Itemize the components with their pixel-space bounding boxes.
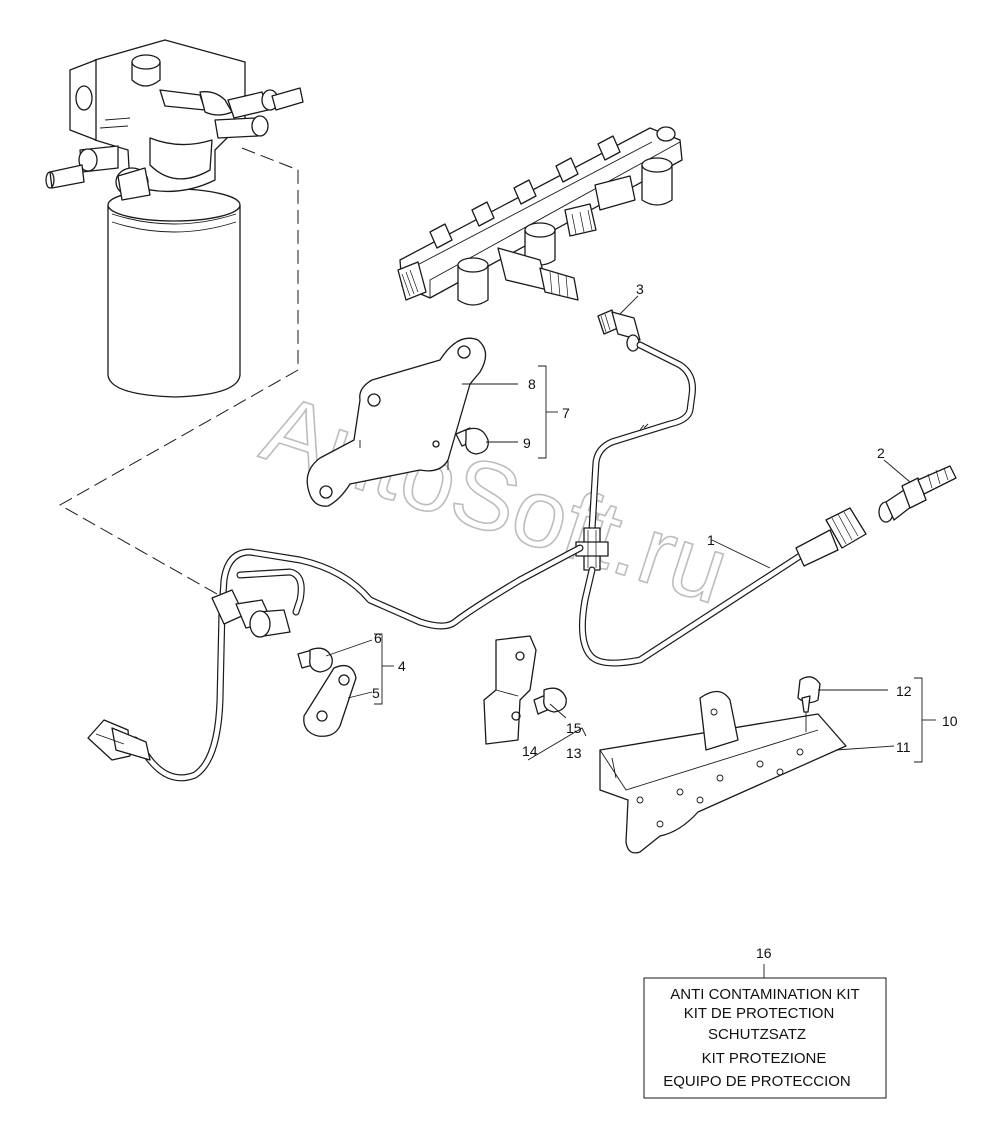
callout-5: 5: [372, 685, 380, 701]
callout-11: 11: [896, 739, 911, 755]
clip-15: [533, 687, 567, 715]
plate-5: [303, 664, 357, 737]
callout-6: 6: [374, 630, 382, 646]
kit-line-fr: KIT DE PROTECTION: [684, 1005, 835, 1022]
callout-9: 9: [523, 435, 531, 451]
callout-2: 2: [877, 445, 885, 461]
fuel-rail: [397, 126, 683, 306]
callout-12: 12: [896, 683, 912, 699]
clip-6: [297, 647, 333, 673]
callout-1: 1: [707, 532, 715, 548]
pipe-1: [578, 507, 867, 667]
return-line: [588, 341, 696, 534]
callout-14: 14: [522, 743, 538, 759]
callout-labels: 1 2 3 4 5 6 7 8 9 10 11 12 13 14 15 16: [372, 281, 958, 961]
t-connector: [575, 527, 609, 571]
kit-line-de: SCHUTZSATZ: [708, 1026, 806, 1043]
supply-hose: [131, 544, 584, 782]
bracket-11: [599, 690, 847, 854]
fitting-3: [597, 309, 641, 352]
dashed-leader-hose: [58, 369, 299, 599]
fuel-filter-assembly: [45, 39, 304, 398]
callout-3: 3: [636, 281, 644, 297]
bracket-14: [483, 635, 537, 745]
clip-12: [797, 676, 821, 732]
kit-box: ANTI CONTAMINATION KIT KIT DE PROTECTION…: [643, 977, 887, 1099]
callout-13: 13: [566, 745, 582, 761]
kit-line-it: KIT PROTEZIONE: [702, 1050, 827, 1067]
kit-line-en: ANTI CONTAMINATION KIT: [670, 986, 859, 1003]
callout-8: 8: [528, 376, 536, 392]
callout-10: 10: [942, 713, 958, 729]
kit-line-es: EQUIPO DE PROTECCION: [663, 1073, 851, 1090]
fitting-2: [878, 465, 957, 523]
callout-16: 16: [756, 945, 772, 961]
clip-9: [455, 427, 489, 455]
callout-15: 15: [566, 720, 582, 736]
callout-7: 7: [562, 405, 570, 421]
dashed-leader-filter: [241, 147, 299, 370]
hose-end-connector: [87, 719, 151, 761]
kit-box-frame: [643, 977, 887, 1099]
callout-leaders: [325, 295, 936, 978]
hose-union-left: [211, 589, 291, 638]
bracket-8: [306, 337, 487, 507]
callout-4: 4: [398, 658, 406, 674]
